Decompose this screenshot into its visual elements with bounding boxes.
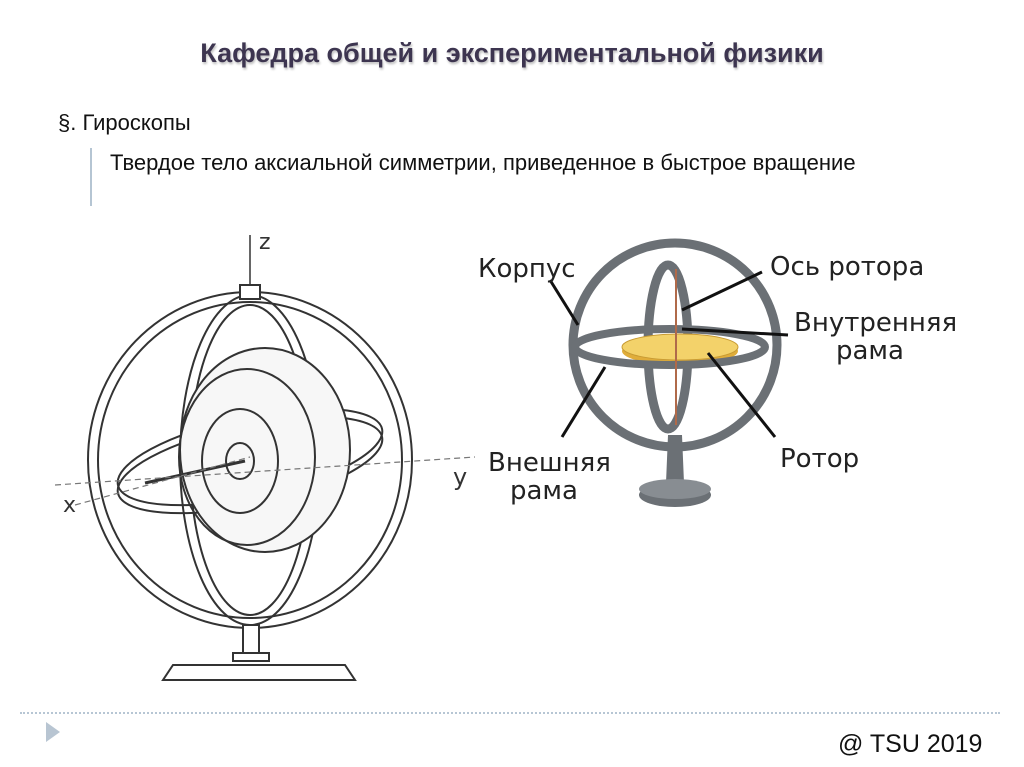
label-inner-frame-line2: рама (836, 336, 904, 366)
label-inner-frame-line1: Внутренняя (794, 308, 957, 338)
section-heading: §. Гироскопы (58, 110, 191, 136)
gyroscope-drawing-svg: z y x (55, 225, 475, 695)
gyroscope-labeled-svg: Корпус Ось ротора Внутренняя рама Ротор … (470, 225, 960, 525)
slide-title: Кафедра общей и экспериментальной физики (0, 38, 1024, 69)
leader-outer (562, 367, 605, 437)
stand-base-top (639, 479, 711, 499)
triangle-right-icon (46, 722, 60, 742)
bullet-bar (90, 148, 92, 206)
label-rotor: Ротор (780, 444, 859, 474)
top-pivot (240, 285, 260, 299)
gyroscope-labeled-diagram: Корпус Ось ротора Внутренняя рама Ротор … (470, 225, 960, 530)
bullet-text: Твердое тело аксиальной симметрии, приве… (110, 148, 890, 178)
rotor-outer (180, 348, 350, 552)
label-outer-frame-line2: рама (510, 476, 578, 506)
footer-copyright: @ TSU 2019 (838, 730, 982, 759)
stand-collar (233, 653, 269, 661)
footer-divider (20, 712, 1000, 714)
label-rotor-axis: Ось ротора (770, 252, 924, 282)
label-body: Корпус (478, 254, 576, 284)
gyroscope-line-drawing: z y x (55, 225, 475, 700)
stand-base (163, 665, 355, 680)
axis-x-label: x (63, 493, 76, 518)
stand-stem (666, 435, 684, 483)
leader-axis (682, 272, 762, 310)
rotor-top (622, 334, 738, 360)
label-outer-frame-line1: Внешняя (488, 448, 611, 478)
stand-post (243, 625, 259, 653)
leader-body (550, 280, 578, 325)
axis-z-label: z (259, 230, 271, 255)
axis-y-label: y (453, 463, 467, 491)
